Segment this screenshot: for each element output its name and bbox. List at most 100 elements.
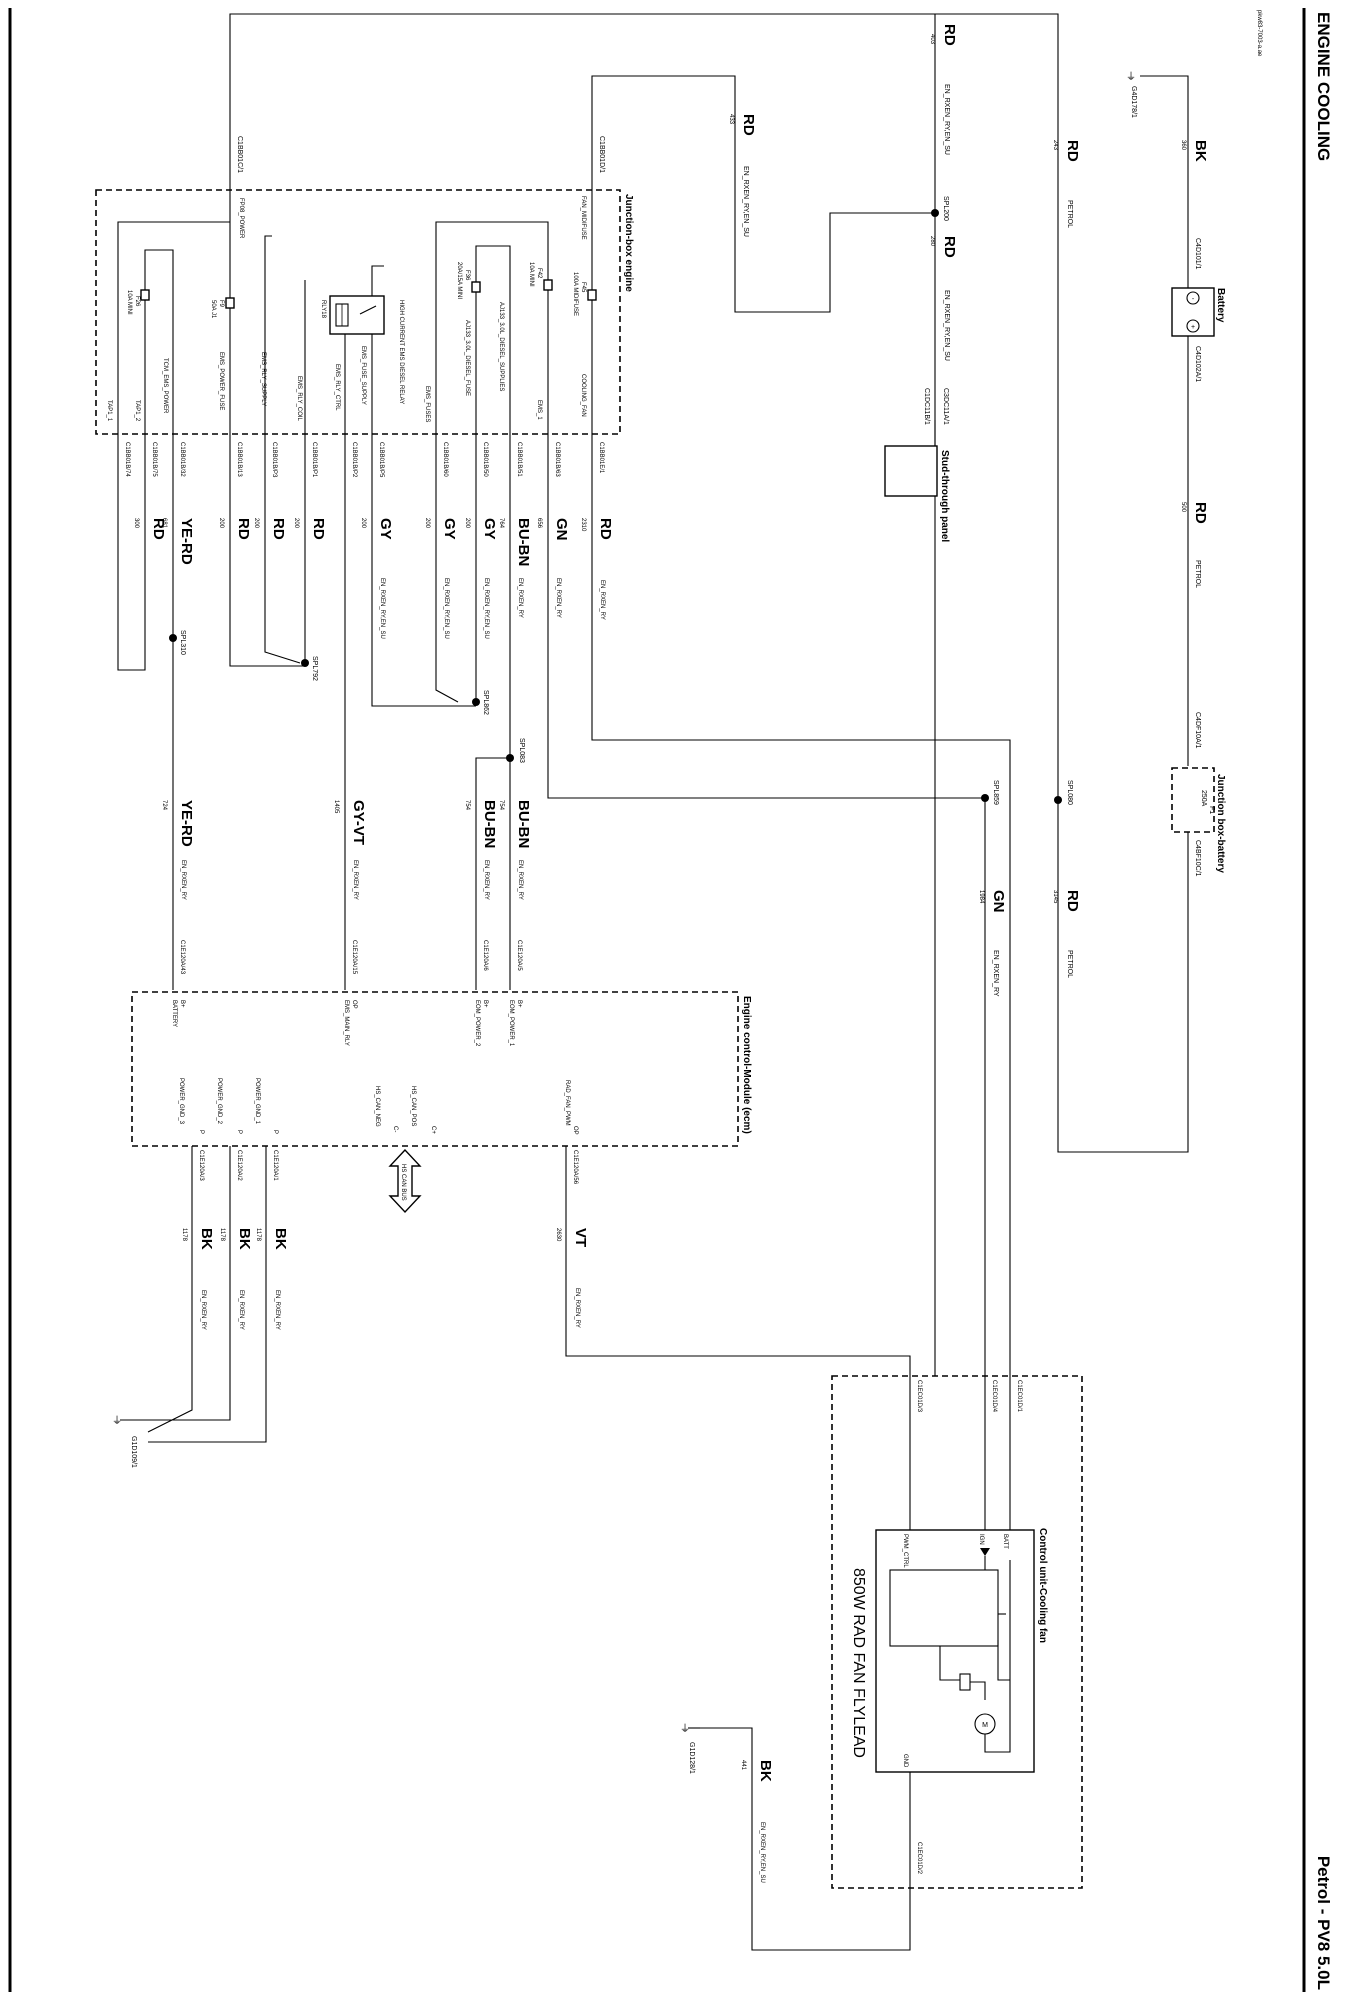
ign-diode-symbol (980, 1548, 990, 1556)
wire-764-color: BU-BN (515, 518, 532, 566)
ecm-pin-bplus-1: B+ (516, 1000, 522, 1008)
conn-c1bb01b-60: C1BB01B/60 (442, 442, 448, 477)
conn-c1e120a-56: C1E120A/56 (572, 1150, 578, 1185)
can-bus-label: HS CAN BUS (400, 1164, 406, 1201)
ground-g4d178: G4D178/1 (1130, 86, 1137, 118)
fuse-f1: F1 (1208, 806, 1215, 814)
ground-g1d109-symbol: ⏚ (112, 1415, 122, 1427)
conn-c3dc11a: C3DC11A/1 (942, 388, 949, 425)
fuse-f26-symbol (140, 289, 150, 301)
can-bus-arrow (388, 1148, 422, 1214)
conn-c1bb01b-51: C1BB01B/51 (516, 442, 522, 477)
pin-aj133-fuse: AJ133_3.0L_DIESEL_FUSE (464, 320, 470, 396)
fuse-f45-rating: 100A MIDIFUSE (572, 272, 578, 316)
wire-754a-num: 754 (498, 800, 504, 811)
pin-ems-power-fuse: EMS_POWER_FUSE (218, 352, 224, 410)
conn-c1e120a-5: C1E120A/5 (516, 940, 522, 971)
wire-433-num: 433 (728, 114, 734, 125)
ecm-pin-hs-can-neg: HS_CAN_NEG (374, 1086, 380, 1127)
wire-3145-harness: PETROL (1066, 950, 1073, 978)
ecm-pin-power-gnd-1: POWER_GND_1 (254, 1078, 260, 1125)
wire-1984-harness: EN_RXEN_RY (992, 950, 999, 997)
ecm-pin-power-gnd-3: POWER_GND_3 (178, 1078, 184, 1125)
fuse-f42: F42 (536, 268, 542, 279)
fuse-f36-symbol (471, 281, 481, 293)
conn-c4df10a: C4DF10A/1 (1194, 712, 1201, 749)
battery-symbol (1171, 287, 1215, 337)
jb-battery-label: Junction box-battery (1215, 774, 1226, 873)
wire-243-num: 243 (1052, 140, 1058, 151)
splice-spl080: SPL080 (1066, 780, 1073, 805)
wire-1178a-num: 1178 (255, 1228, 261, 1242)
wire-1178a-color: BK (272, 1228, 289, 1250)
fuse-f1-rating: 250A (1200, 790, 1207, 807)
wire-2310-num: 2310 (580, 518, 586, 532)
wire-360-num: 360 (1180, 140, 1186, 151)
wire-500-num: 500 (1180, 502, 1186, 513)
conn-c1ec01d-2: C1EC01D/2 (916, 1842, 922, 1875)
ground-g1d128: G1D128/1 (688, 1742, 695, 1774)
pin-fp08-power: FP08_POWER (238, 198, 244, 239)
conn-c1bb01b-74: C1BB01B/74 (124, 442, 130, 477)
ground-g1d128-symbol: ⏚ (680, 1723, 690, 1735)
doc-code: pkw83-7003-a.ae (1256, 10, 1262, 57)
wire-1984-color: GN (990, 890, 1007, 913)
conn-c1ec01d-4: C1EC01D/4 (991, 1380, 997, 1413)
wire-754a-harness: EN_RXEN_RY (517, 860, 523, 900)
fan-unit-label: Control unit-Cooling fan (1037, 1528, 1048, 1643)
wire-200b-color: GY (441, 518, 458, 540)
wire-300-num: 300 (133, 518, 139, 529)
wire-200c-harness: EN_RXEN_RY,EN_SU (379, 578, 385, 639)
fuse-f45-symbol (587, 289, 597, 301)
battery-label: Battery (1215, 288, 1226, 323)
wire-441-color: BK (757, 1760, 774, 1782)
fan-pin-batt: BATT (1002, 1534, 1008, 1549)
wire-754a-color: BU-BN (515, 800, 532, 848)
splice-spl792: SPL792 (311, 656, 318, 681)
pin-ems-rly-ctrl: EMS_RLY_CTRL (334, 364, 340, 411)
wire-754b-harness: EN_RXEN_RY (483, 860, 489, 900)
stud-panel-label: Stud-through panel (939, 450, 950, 542)
ecm-outputs: C1E120A/56 VT 2630 EN_RXEN_RY ⏚ G1D109/1… (112, 1146, 911, 1468)
splice-spl083: SPL083 (518, 738, 525, 763)
ecm-pin-p-2: P (236, 1130, 242, 1134)
junction-box-engine: Junction-box engine HIGH CURRENT EMS DIE… (95, 189, 634, 435)
wire-500-harness: PETROL (1194, 560, 1201, 588)
relay-title: HIGH CURRENT EMS DIESEL RELAY (398, 300, 404, 404)
jb-feeds: RD 433 EN_RXEN_RY,EN_SU C1BB01C/1 C1BB01… (229, 13, 935, 313)
battery-neg-mark: - (1192, 296, 1195, 303)
wire-360-color: BK (1192, 140, 1209, 162)
ecm-module: Engine control-Module (ecm) B+ EOM_POWER… (131, 991, 752, 1214)
fan-motor-label: M (982, 1722, 988, 1729)
ecm-pin-eom-power-1: EOM_POWER_1 (508, 1000, 514, 1047)
pin-tap1-2: TAP1_2 (134, 400, 140, 422)
ecm-pin-cminus: C- (392, 1126, 398, 1132)
pin-tcm-ems-power: TCM_EMS_POWER (162, 358, 168, 414)
fan-logic-block (889, 1569, 999, 1647)
ecm-pin-cplus: C+ (430, 1126, 436, 1134)
wire-200c-color: GY (377, 518, 394, 540)
fuse-f9-rating: 50A J1 (210, 300, 216, 319)
battery-circuit: G4D178/1 ⏚ BK 360 C4D101/1 - + Battery C… (934, 13, 1226, 1376)
wire-200f-num: 200 (218, 518, 224, 529)
splice-spl792-dot (301, 659, 309, 667)
conn-c1bb01b-75: C1BB01B/75 (151, 442, 157, 477)
conn-c1e120a-3: C1E120A/3 (198, 1150, 204, 1181)
wire-754b-num: 754 (464, 800, 470, 811)
pin-ems-rly-supply: EMS_RLY_SUPPLY (260, 352, 266, 406)
stud-panel: Stud-through panel C3DC11A/1 C1DC11B/1 R… (884, 24, 958, 542)
wire-403-harness: EN_RXEN_RY,EN_SU (943, 84, 950, 155)
fuse-f26-rating: 10A MINI (126, 290, 132, 315)
splice-spl083-dot (506, 754, 514, 762)
wire-2630-harness: EN_RXEN_RY (574, 1288, 580, 1328)
wire-656-num: 656 (536, 518, 542, 529)
cooling-fan: Control unit-Cooling fan 850W RAD FAN FL… (680, 1375, 1083, 1951)
ecm-feed-labels: BU-BN 754 EN_RXEN_RY BU-BN 754 EN_RXEN_R… (161, 800, 532, 975)
variant-label: Petrol - PV8 5.0L (1314, 1856, 1333, 1990)
pin-ems-fuses: EMS_FUSES (424, 386, 430, 422)
wire-500-color: RD (1192, 502, 1209, 524)
wire-243-color: RD (1064, 140, 1081, 162)
ecm-pin-op-2: OP (572, 1126, 578, 1135)
pin-ems-fuse-supply: EMS_FUSE_SUPPLY (360, 346, 366, 405)
